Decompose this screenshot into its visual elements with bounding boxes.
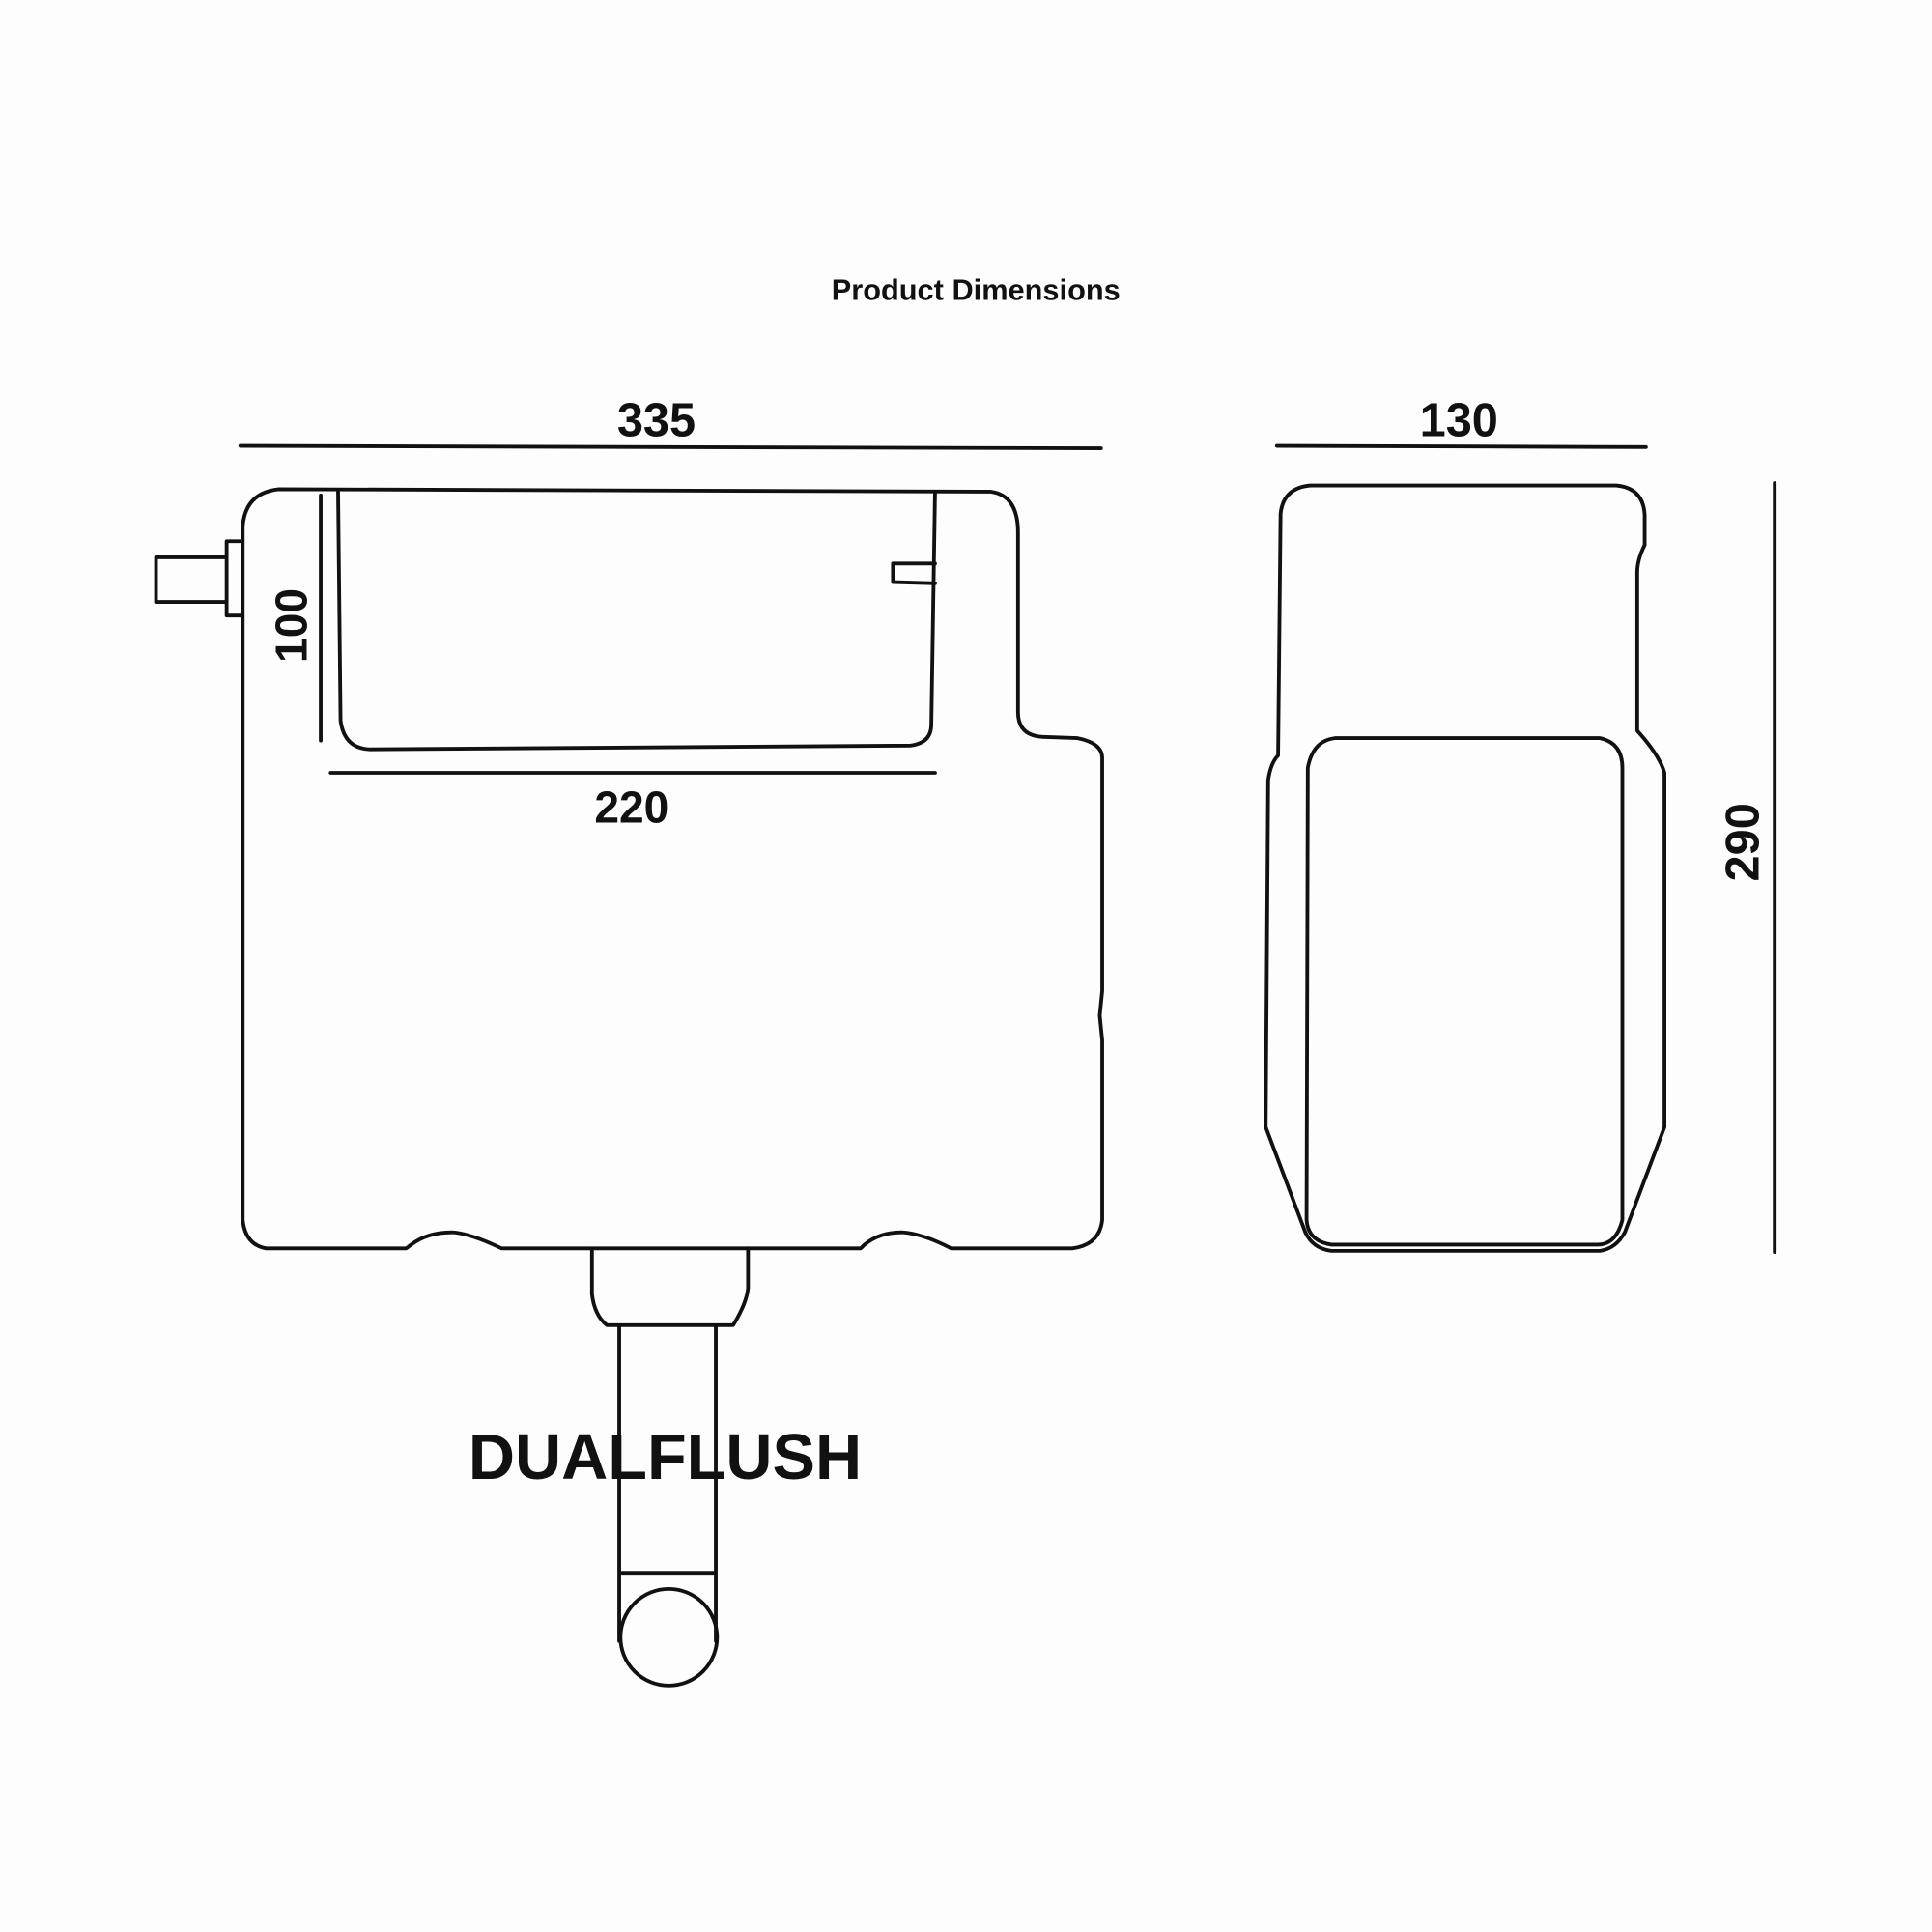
- side-view: 130 290: [1264, 394, 1777, 1255]
- side-body-outline: [1264, 483, 1667, 1253]
- diagram-title: Product Dimensions: [832, 272, 1121, 306]
- brand-label: DUALFLUSH: [469, 1422, 862, 1493]
- depth-dimension-line: [1274, 443, 1648, 449]
- cistern-body-outline: [241, 487, 1104, 1251]
- side-depth-label: 130: [1420, 394, 1498, 446]
- inner-height-label: 100: [266, 588, 316, 663]
- inner-width-label: 220: [594, 781, 668, 832]
- flush-pipe-outlet: [618, 1586, 720, 1688]
- flush-pipe: [589, 1246, 751, 1643]
- front-width-label: 335: [617, 394, 696, 446]
- inlet-pipe: [154, 539, 243, 618]
- access-panel-outline: [336, 490, 937, 752]
- width-dimension-line: [238, 443, 1103, 451]
- overflow-tab: [891, 561, 937, 585]
- height-label: 290: [1718, 803, 1770, 881]
- side-panel-outline: [1304, 736, 1625, 1247]
- front-view: 335 100 220 DUALFLUSH: [154, 394, 1104, 1688]
